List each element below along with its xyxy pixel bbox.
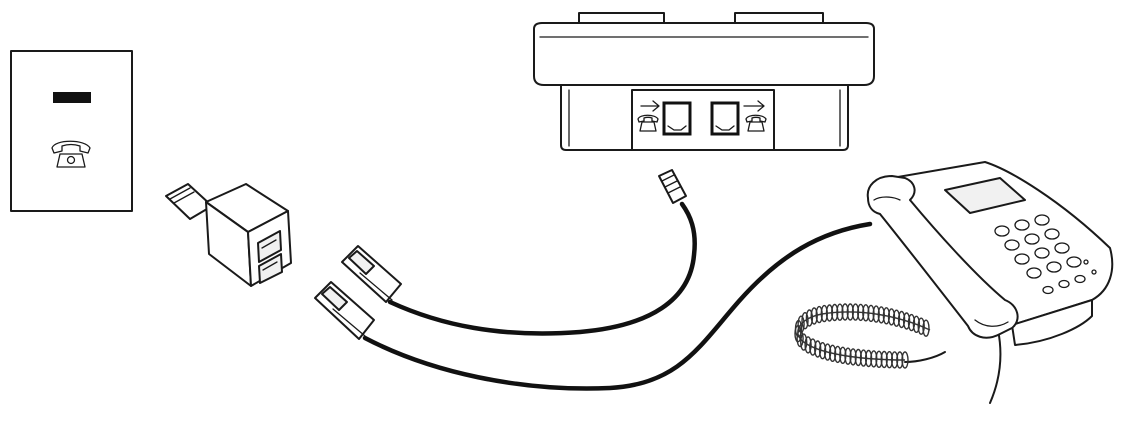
plug-to-base bbox=[658, 169, 687, 204]
coil-loop bbox=[897, 310, 906, 329]
wall-socket-plate bbox=[10, 50, 133, 212]
coil-loop bbox=[887, 308, 896, 326]
coil-loop bbox=[880, 350, 888, 369]
coil-loop bbox=[870, 350, 878, 368]
coil-loop bbox=[836, 303, 844, 321]
coil-loop bbox=[849, 348, 857, 366]
phone-out-port bbox=[710, 100, 767, 136]
phone-handset bbox=[866, 175, 1019, 339]
coil-loop bbox=[814, 340, 822, 358]
coil-loop bbox=[902, 312, 911, 330]
cable-splitter-to-base bbox=[387, 201, 697, 336]
coil-loop bbox=[841, 303, 849, 321]
coil-loop bbox=[854, 348, 862, 367]
wall-socket bbox=[10, 50, 133, 212]
coil-loop bbox=[846, 303, 854, 321]
coil-loop bbox=[809, 338, 817, 356]
coil-loop bbox=[800, 333, 808, 351]
coil-loop bbox=[901, 351, 909, 369]
splitter-adapter bbox=[165, 183, 292, 287]
coil-loop bbox=[877, 306, 885, 324]
coil-loop bbox=[828, 344, 837, 362]
coil-loop bbox=[834, 345, 842, 364]
phone-out-phone-icon bbox=[745, 114, 767, 132]
handset-tail-cord bbox=[989, 329, 1002, 404]
coil-loop bbox=[805, 309, 814, 327]
coil-loop bbox=[810, 307, 818, 325]
coil-loop bbox=[815, 305, 823, 324]
coil-loop bbox=[820, 304, 828, 323]
coil-loop bbox=[825, 304, 834, 322]
phone-display bbox=[944, 177, 1026, 214]
coil-loop bbox=[867, 304, 875, 323]
desk-phone bbox=[866, 161, 1114, 346]
phone-icon bbox=[51, 140, 91, 168]
coil-loop bbox=[851, 303, 860, 321]
coil-loop bbox=[896, 351, 904, 369]
coil-loop bbox=[831, 303, 839, 322]
coil-loop bbox=[907, 313, 916, 332]
base-unit bbox=[533, 12, 875, 151]
cables bbox=[362, 201, 1002, 404]
wall-socket-slot bbox=[53, 92, 91, 103]
coil-loop bbox=[885, 351, 894, 369]
coil-loop bbox=[917, 317, 925, 335]
handset-coil-cord bbox=[794, 303, 946, 369]
plug-b bbox=[314, 281, 375, 340]
coil-loop bbox=[892, 309, 901, 327]
coil-loop bbox=[797, 315, 805, 333]
coil-loop bbox=[864, 349, 873, 368]
coil-loop bbox=[857, 303, 865, 322]
coil-loop bbox=[823, 343, 832, 361]
coil-loop bbox=[839, 346, 847, 364]
coil-loop bbox=[922, 319, 930, 337]
cable-splitter-to-phone bbox=[362, 221, 873, 391]
coil-loop bbox=[862, 304, 870, 322]
coil-loop bbox=[844, 347, 852, 365]
line-in-port bbox=[637, 100, 692, 136]
coil-loop bbox=[859, 349, 868, 367]
coil-loop bbox=[912, 315, 921, 333]
coil-loop bbox=[875, 350, 883, 368]
coil-loop bbox=[804, 336, 812, 354]
phone-keypad bbox=[994, 214, 1097, 295]
coil-loop bbox=[890, 351, 899, 369]
coil-loop bbox=[818, 342, 827, 360]
line-in-phone-icon bbox=[637, 114, 659, 132]
plug-a bbox=[341, 245, 402, 303]
coil-loop bbox=[872, 305, 880, 323]
coil-loop bbox=[801, 312, 809, 330]
coil-loop bbox=[882, 307, 891, 325]
